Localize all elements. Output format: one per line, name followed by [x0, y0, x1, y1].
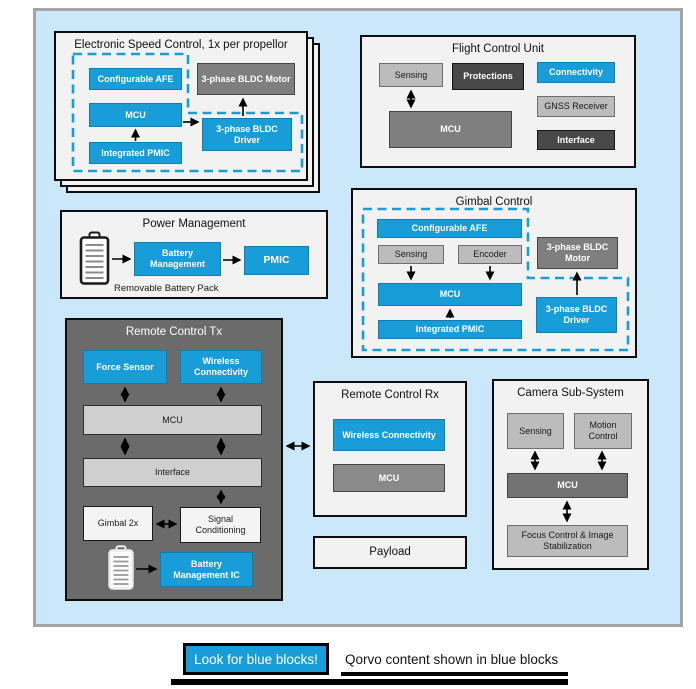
rctx-battery-management-ic-block: Battery Management IC: [160, 552, 253, 587]
camera-motion-control-block: Motion Control: [574, 413, 632, 449]
esc-configurable-afe-block: Configurable AFE: [89, 68, 182, 90]
rcrx-wireless-connectivity-block: Wireless Connectivity: [333, 419, 445, 451]
gimbal-title: Gimbal Control: [455, 196, 533, 208]
power-battery-caption: Removable Battery Pack: [114, 283, 219, 294]
fcu-interface-block: Interface: [537, 130, 615, 150]
rctx-interface-block: Interface: [83, 458, 262, 487]
camera-mcu-block: MCU: [507, 473, 628, 498]
gimbal-integrated-pmic-block: Integrated PMIC: [378, 320, 522, 339]
camera-focus-control-block: Focus Control & Image Stabilization: [507, 525, 628, 557]
footer-note: Qorvo content shown in blue blocks: [345, 652, 559, 667]
esc-integrated-pmic-block: Integrated PMIC: [89, 142, 182, 164]
fcu-title: Flight Control Unit: [451, 43, 545, 55]
rctx-mcu-block: MCU: [83, 405, 262, 435]
esc-mcu-block: MCU: [89, 103, 182, 127]
rcrx-mcu-block: MCU: [333, 464, 445, 492]
power-battery-management-block: Battery Management: [134, 242, 221, 276]
rctx-gimbal-2x-block: Gimbal 2x: [83, 506, 153, 541]
payload-section: Payload: [313, 536, 467, 569]
rcrx-title: Remote Control Rx: [341, 389, 439, 401]
blue-blocks-badge: Look for blue blocks!: [183, 643, 329, 675]
battery-icon: [108, 545, 134, 590]
gimbal-sensing-block: Sensing: [378, 245, 444, 264]
gimbal-bldc-motor-block: 3-phase BLDC Motor: [537, 237, 618, 269]
fcu-mcu-block: MCU: [389, 111, 512, 148]
gimbal-encoder-block: Encoder: [458, 245, 522, 264]
gimbal-mcu-block: MCU: [378, 283, 522, 306]
payload-title: Payload: [369, 546, 411, 558]
gimbal-configurable-afe-block: Configurable AFE: [377, 219, 522, 238]
power-pmic-block: PMIC: [244, 246, 309, 275]
fcu-connectivity-block: Connectivity: [537, 62, 615, 83]
esc-bldc-driver-block: 3-phase BLDC Driver: [202, 118, 292, 151]
esc-bldc-motor-block: 3-phase BLDC Motor: [197, 63, 295, 95]
camera-sensing-block: Sensing: [507, 413, 564, 449]
camera-title: Camera Sub-System: [517, 387, 624, 399]
gimbal-bldc-driver-block: 3-phase BLDC Driver: [536, 297, 617, 333]
footer-bottom-bar: [171, 679, 568, 685]
rctx-wireless-connectivity-block: Wireless Connectivity: [180, 350, 262, 384]
fcu-protections-block: Protections: [452, 63, 524, 90]
fcu-sensing-block: Sensing: [379, 63, 443, 87]
power-title: Power Management: [142, 218, 246, 230]
rctx-force-sensor-block: Force Sensor: [83, 350, 167, 384]
rctx-signal-conditioning-block: Signal Conditioning: [180, 507, 261, 543]
esc-title: Electronic Speed Control, 1x per propell…: [74, 39, 288, 51]
battery-icon: [79, 231, 110, 285]
footer-underline-bar: [341, 672, 568, 676]
rctx-title: Remote Control Tx: [125, 326, 223, 338]
fcu-gnss-receiver-block: GNSS Receiver: [537, 96, 615, 117]
